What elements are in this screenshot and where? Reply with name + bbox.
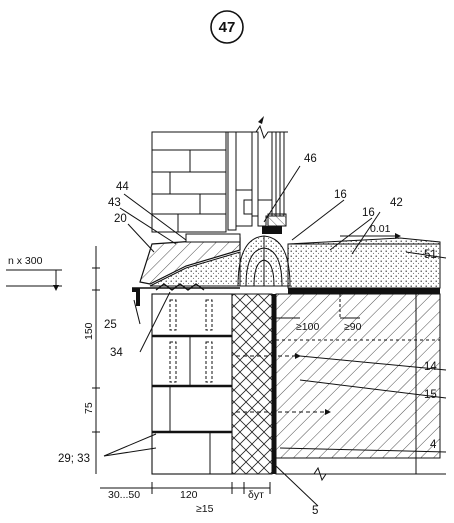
gap-90: ≥90 xyxy=(344,321,362,333)
callout-29-33: 29; 33 xyxy=(58,453,90,465)
width-120: 120 xyxy=(180,489,198,501)
upper-wall xyxy=(151,131,227,233)
spacing-label: n x 300 xyxy=(8,255,43,267)
callout-16a: 16 xyxy=(334,189,347,201)
callout-20: 20 xyxy=(114,213,127,225)
callout-44: 44 xyxy=(116,181,129,193)
width-30-50: 30...50 xyxy=(108,489,140,501)
window-sill xyxy=(132,233,241,306)
floor-slab xyxy=(275,293,441,459)
window-frame xyxy=(227,116,287,234)
callout-25: 25 xyxy=(104,319,117,331)
dim-75: 75 xyxy=(83,402,95,414)
interior-floor xyxy=(287,237,441,294)
gap-100: ≥100 xyxy=(296,321,319,333)
leader-lines xyxy=(103,165,447,507)
callout-15: 15 xyxy=(424,389,437,401)
callout-34: 34 xyxy=(110,347,123,359)
sheet-number: 47 xyxy=(219,19,236,36)
wall-ties xyxy=(236,294,341,415)
slope-label: 0.01 xyxy=(370,223,391,235)
callout-16b: 16 xyxy=(362,207,375,219)
insulation-layer xyxy=(231,293,276,475)
min-15: ≥15 xyxy=(196,503,214,515)
callout-42: 42 xyxy=(390,197,403,209)
callout-43: 43 xyxy=(108,197,121,209)
lower-brick-wall xyxy=(151,283,233,475)
dimension-lines xyxy=(6,233,401,494)
callout-5: 5 xyxy=(312,505,318,517)
break-line-top xyxy=(226,124,288,140)
dim-150: 150 xyxy=(83,322,95,340)
break-line xyxy=(300,466,446,482)
callout-46: 46 xyxy=(304,153,317,165)
delta-insulation: δут xyxy=(248,489,264,501)
callout-51: 51 xyxy=(424,249,437,261)
sealant-foam xyxy=(237,235,291,287)
sheet-number-badge: 47 xyxy=(210,10,244,44)
callout-14: 14 xyxy=(424,361,437,373)
callout-4: 4 xyxy=(430,439,437,451)
